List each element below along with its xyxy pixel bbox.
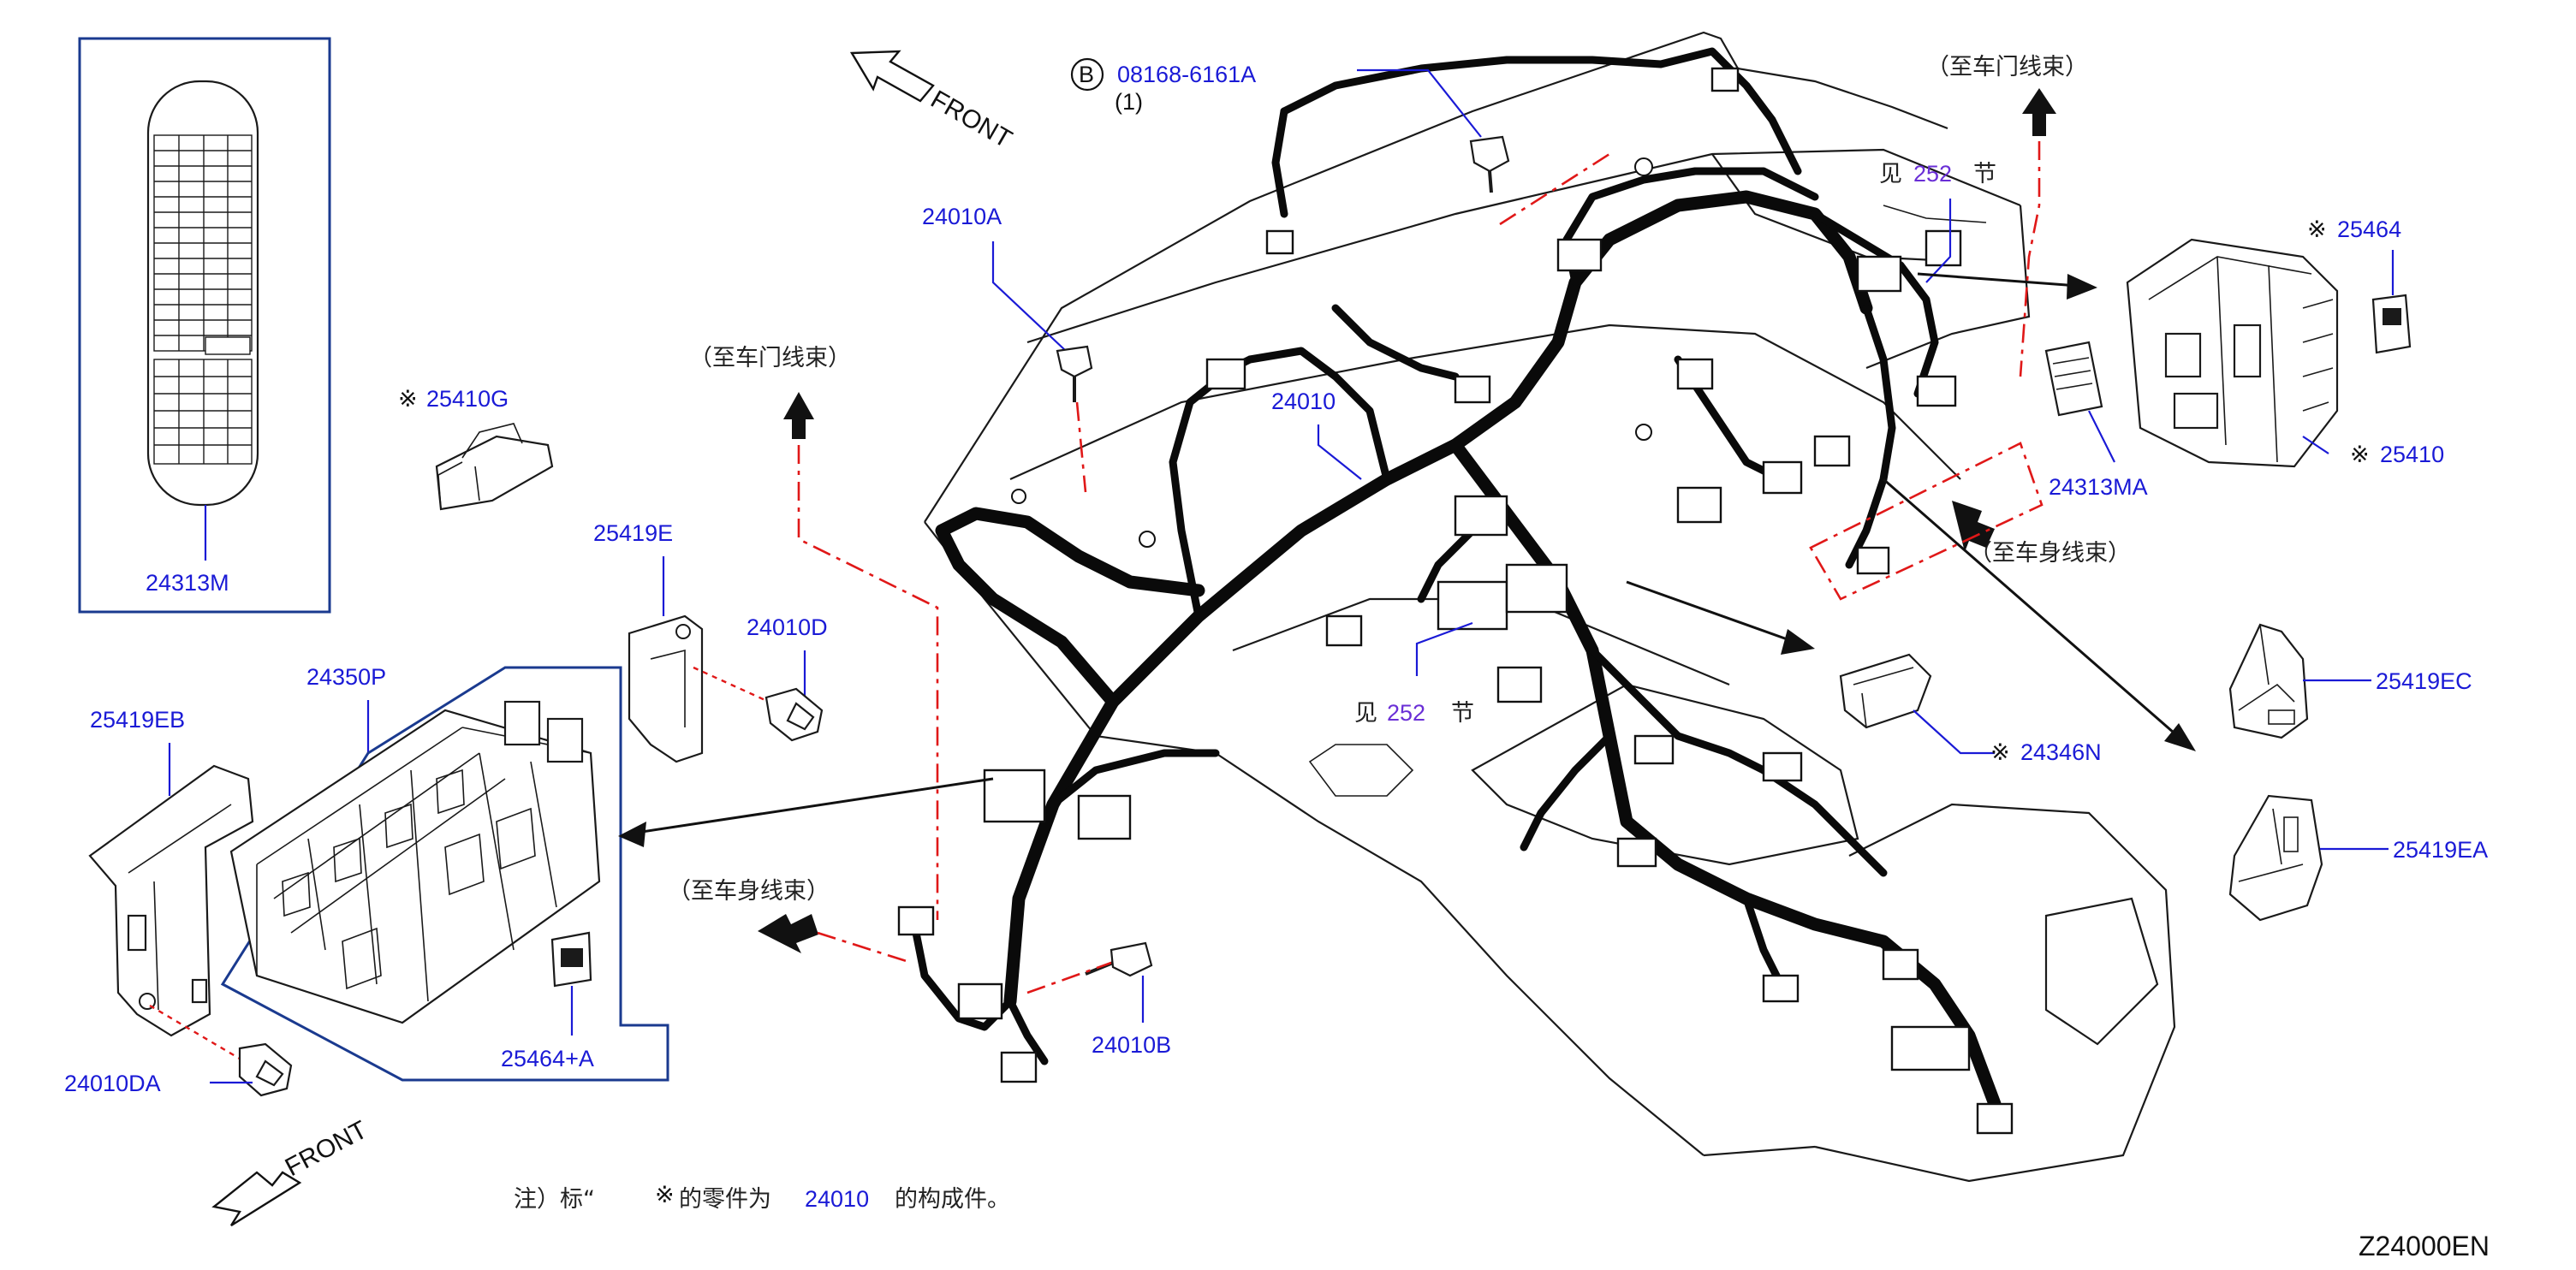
callout-body-harness-left: （至车身线束） (668, 878, 913, 964)
fuse-grid-lower (153, 359, 253, 465)
part-25419E: 25419E (593, 520, 704, 763)
part-24010DA: 24010DA (64, 1004, 293, 1097)
label-24313MA: 24313MA (2049, 474, 2148, 500)
callout-body-harness-right: （至车身线束） (1809, 442, 2131, 601)
mark-25464: ※ (2307, 217, 2327, 242)
label-24010D: 24010D (747, 614, 828, 640)
note-symbol: ※ (655, 1182, 675, 1208)
part-24346N: ※ 24346N (1839, 653, 2102, 765)
callout-door-harness-left: （至车门线束） (689, 345, 939, 920)
label-24010: 24010 (1271, 389, 1336, 414)
mark-25410G: ※ (398, 386, 418, 412)
label-24350P: 24350P (306, 664, 386, 690)
vehicle-body-outline (924, 31, 2176, 1183)
callout-24010: 24010 (1271, 389, 1362, 480)
part-25419EA: 25419EA (2228, 794, 2488, 922)
main-harness-24010 (897, 47, 2014, 1135)
drawing-code: Z24000EN (2359, 1231, 2490, 1261)
front-label-bottom: FRONT (281, 1116, 372, 1183)
label-25419EA: 25419EA (2393, 837, 2488, 863)
part-25410G: ※ 25410G (398, 386, 554, 511)
part-25464A: 25464+A (501, 931, 594, 1071)
mark-25410: ※ (2350, 442, 2370, 467)
door-harness-right-text: （至车门线束） (1926, 54, 2088, 80)
callout-24010A: 24010A (922, 204, 1093, 493)
front-label-top: FRONT (926, 85, 1017, 153)
label-25464: 25464 (2337, 217, 2401, 242)
inset-24313M: 24313M (78, 37, 331, 614)
door-harness-left-text: （至车门线束） (689, 345, 851, 371)
callout-24010B: 24010B (1026, 941, 1171, 1058)
bolt-qty: (1) (1115, 89, 1143, 115)
bolt-badge: B (1079, 62, 1094, 87)
front-arrow-bottom: FRONT (211, 1116, 372, 1227)
note-suffix: 的构成件。 (895, 1186, 1010, 1213)
note-prefix: 注）标“ (514, 1186, 595, 1213)
label-24010B: 24010B (1092, 1032, 1171, 1058)
callout-08168-6161A: B 08168-6161A (1) (1070, 57, 1610, 226)
fuse-grid-upper (153, 134, 253, 355)
fuse-block-body (229, 700, 601, 1024)
see-section-right: 见 252 节 (1879, 161, 1996, 283)
note-part: 24010 (805, 1186, 869, 1212)
callout-door-harness-right: （至车门线束） (1926, 54, 2088, 377)
part-24313MA: 24313MA (2044, 341, 2148, 500)
body-harness-left-text: （至车身线束） (668, 878, 830, 905)
see-right-prefix: 见 (1879, 161, 1902, 187)
see-right-suffix: 节 (1973, 161, 1996, 187)
see-left-prefix: 见 (1354, 700, 1377, 727)
part-24010D: 24010D (693, 614, 828, 742)
label-24010DA: 24010DA (64, 1071, 161, 1096)
part-25410: ※ 25410 (2126, 238, 2444, 468)
part-25419EB: 25419EB (88, 707, 254, 1037)
see-right-number: 252 (1913, 161, 1952, 187)
mark-24346N: ※ (1990, 739, 2010, 765)
label-24010A: 24010A (922, 204, 1002, 229)
label-24346N: 24346N (2020, 739, 2102, 765)
part-25419EC: 25419EC (2228, 623, 2472, 739)
mounting-clips (1011, 157, 1653, 548)
part-25464: ※ 25464 (2307, 217, 2412, 354)
harness-connectors (897, 67, 2014, 1135)
note-middle: 的零件为 (679, 1186, 771, 1213)
label-25410: 25410 (2380, 442, 2444, 467)
label-25419EB: 25419EB (90, 707, 185, 733)
see-left-suffix: 节 (1451, 700, 1474, 727)
label-25464A: 25464+A (501, 1046, 594, 1071)
footnote: 注）标“ ※ 的零件为 24010 的构成件。 (514, 1182, 1010, 1213)
see-left-number: 252 (1387, 700, 1425, 726)
label-24313M: 24313M (146, 570, 229, 596)
front-arrow-top: FRONT (849, 50, 1017, 154)
label-25410G: 25410G (426, 386, 509, 412)
part-24350P: 24350P (220, 664, 669, 1082)
pointer-arrows (618, 272, 2196, 847)
label-08168-6161A: 08168-6161A (1117, 62, 1256, 87)
label-25419EC: 25419EC (2376, 668, 2472, 694)
label-25419E: 25419E (593, 520, 673, 546)
body-harness-right-text: （至车身线束） (1969, 540, 2131, 567)
see-section-left: 见 252 节 (1354, 621, 1474, 727)
